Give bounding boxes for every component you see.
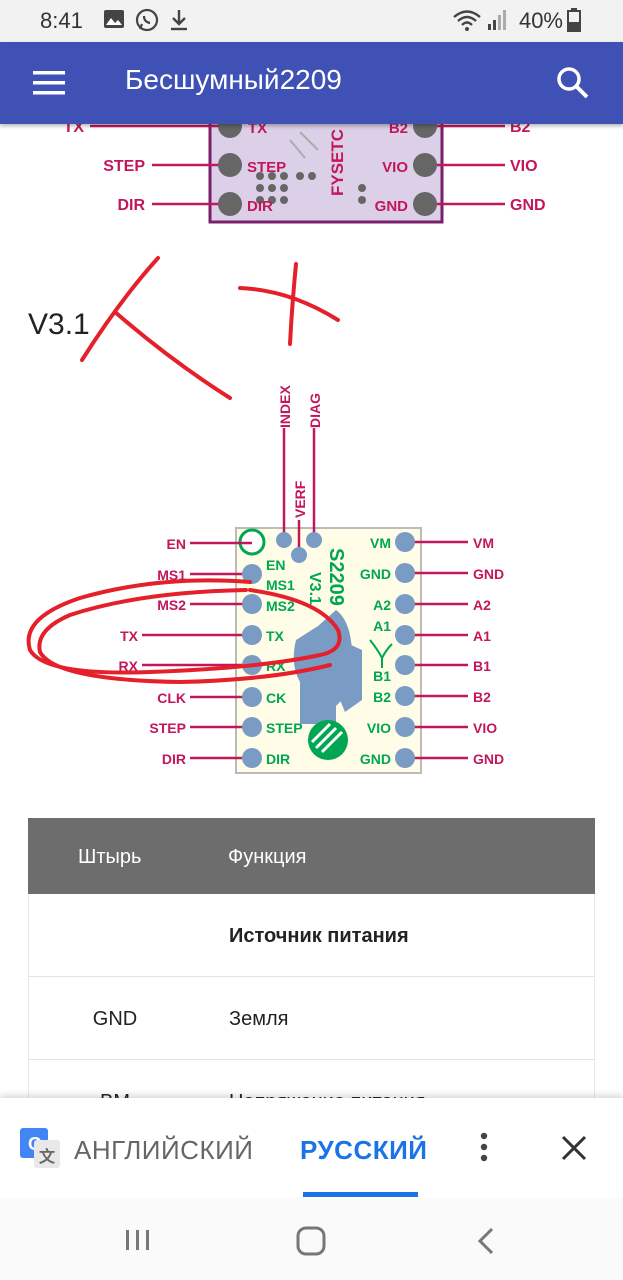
- board-label-vio: VIO: [367, 720, 391, 736]
- red-circle-annotation: [26, 578, 342, 685]
- board-label-step: STEP: [266, 720, 303, 736]
- pin-label-gnd-1: GND: [473, 566, 504, 582]
- hamburger-menu-icon[interactable]: [33, 70, 65, 101]
- pin-label-ms1: MS1: [157, 567, 186, 583]
- top-board-label-dir: DIR: [247, 198, 273, 215]
- board-label-dir: DIR: [266, 751, 290, 767]
- board-label-gnd-1: GND: [360, 566, 391, 582]
- table-header: Штырь Функция: [28, 818, 595, 894]
- translate-bar: G文 АНГЛИЙСКИЙ РУССКИЙ: [0, 1098, 623, 1198]
- pin-label-tx: TX: [120, 628, 139, 644]
- pin-label-clk: CLK: [157, 690, 186, 706]
- top-pin-label-dir: DIR: [117, 197, 145, 214]
- pin-label-verf: VERF: [292, 480, 308, 518]
- back-icon[interactable]: [476, 1226, 496, 1261]
- pin-label-dir: DIR: [162, 751, 186, 767]
- bottom-pinout-diagram: INDEX DIAG VERF: [119, 385, 504, 774]
- top-board-brand: FYSETC: [328, 129, 347, 196]
- board-label-gnd-2: GND: [360, 751, 391, 767]
- board-label-b2: B2: [373, 689, 391, 705]
- table-header-pin: Штырь: [78, 846, 142, 868]
- table-header-function: Функция: [228, 846, 307, 868]
- board-label-ms1: MS1: [266, 577, 295, 593]
- pin-label-ms2: MS2: [157, 597, 186, 613]
- top-board-label-tx: TX: [248, 120, 267, 137]
- board-label-vm: VM: [370, 535, 391, 551]
- pin-label-rx: RX: [119, 658, 139, 674]
- version-label: V3.1: [28, 308, 90, 341]
- svg-text:文: 文: [39, 1147, 56, 1166]
- top-board-label-vio: VIO: [382, 159, 408, 176]
- top-pin-label-gnd: GND: [510, 197, 546, 214]
- top-board-label-gnd: GND: [375, 198, 409, 215]
- pin-label-gnd-2: GND: [473, 751, 504, 767]
- pin-label-vio: VIO: [473, 720, 497, 736]
- search-icon[interactable]: [556, 66, 590, 105]
- top-board-label-step: STEP: [247, 159, 286, 176]
- pin-label-diag: DIAG: [307, 393, 323, 428]
- battery-percent: 40%: [518, 8, 563, 33]
- selected-tab-indicator: [303, 1192, 418, 1197]
- board-model-text: S2209: [325, 548, 347, 606]
- page-title: Бесшумный2209: [125, 64, 342, 95]
- pin-label-index: INDEX: [277, 385, 293, 428]
- board-label-a1: A1: [373, 618, 391, 634]
- pin-label-step: STEP: [149, 720, 186, 736]
- table-cell-function: Земля: [229, 1008, 289, 1030]
- red-annotation-strokes: [80, 256, 340, 400]
- signal-icon: [486, 8, 508, 37]
- pin-label-vm: VM: [473, 535, 494, 551]
- board-label-ck: CK: [266, 690, 286, 706]
- pin-label-a2: A2: [473, 597, 491, 613]
- whatsapp-icon: [135, 8, 159, 37]
- table-row: Источник питания: [28, 894, 595, 977]
- gallery-icon: [103, 8, 125, 35]
- target-language-tab[interactable]: РУССКИЙ: [300, 1135, 428, 1165]
- pin-label-en: EN: [167, 536, 186, 552]
- table-cell-function: Источник питания: [229, 925, 409, 947]
- pin-label-b1: B1: [473, 658, 491, 674]
- pin-label-a1: A1: [473, 628, 491, 644]
- google-translate-icon[interactable]: G文: [20, 1128, 62, 1175]
- wifi-icon: [452, 8, 482, 37]
- battery-icon: [567, 8, 581, 37]
- source-language-tab[interactable]: АНГЛИЙСКИЙ: [74, 1135, 254, 1165]
- board-label-tx: TX: [266, 628, 285, 644]
- download-icon: [168, 8, 190, 37]
- status-time: 8:41: [40, 8, 83, 33]
- table-row: GND Земля: [28, 977, 595, 1060]
- pin-function-table: Штырь Функция Источник питания GND Земля…: [28, 818, 595, 1100]
- status-bar: 8:41 40%: [0, 0, 623, 42]
- table-cell-pin: GND: [92, 1008, 138, 1030]
- board-label-en: EN: [266, 557, 285, 573]
- top-pin-label-vio: VIO: [510, 158, 538, 175]
- top-pin-label-step: STEP: [103, 158, 145, 175]
- table-cell-pin: ВМ: [79, 1091, 151, 1100]
- close-icon[interactable]: [561, 1135, 587, 1166]
- more-options-icon[interactable]: [478, 1132, 490, 1169]
- home-icon[interactable]: [296, 1226, 326, 1261]
- board-version-text: V3.1: [306, 572, 323, 605]
- table-row: ВМ Напряжение питания: [28, 1060, 595, 1100]
- board-label-a2: A2: [373, 597, 391, 613]
- recent-apps-icon[interactable]: [124, 1228, 152, 1257]
- top-board-label-b2: B2: [389, 120, 408, 137]
- article-content: TX STEP DIR B2 VIO GND TX STEP DIR B2 VI…: [26, 98, 595, 1100]
- board-label-b1: B1: [373, 668, 391, 684]
- table-cell-function: Напряжение питания: [229, 1091, 426, 1100]
- board-label-ms2: MS2: [266, 598, 295, 614]
- pin-label-b2: B2: [473, 689, 491, 705]
- system-nav-bar: [0, 1198, 623, 1280]
- app-bar: Бесшумный2209: [0, 42, 623, 124]
